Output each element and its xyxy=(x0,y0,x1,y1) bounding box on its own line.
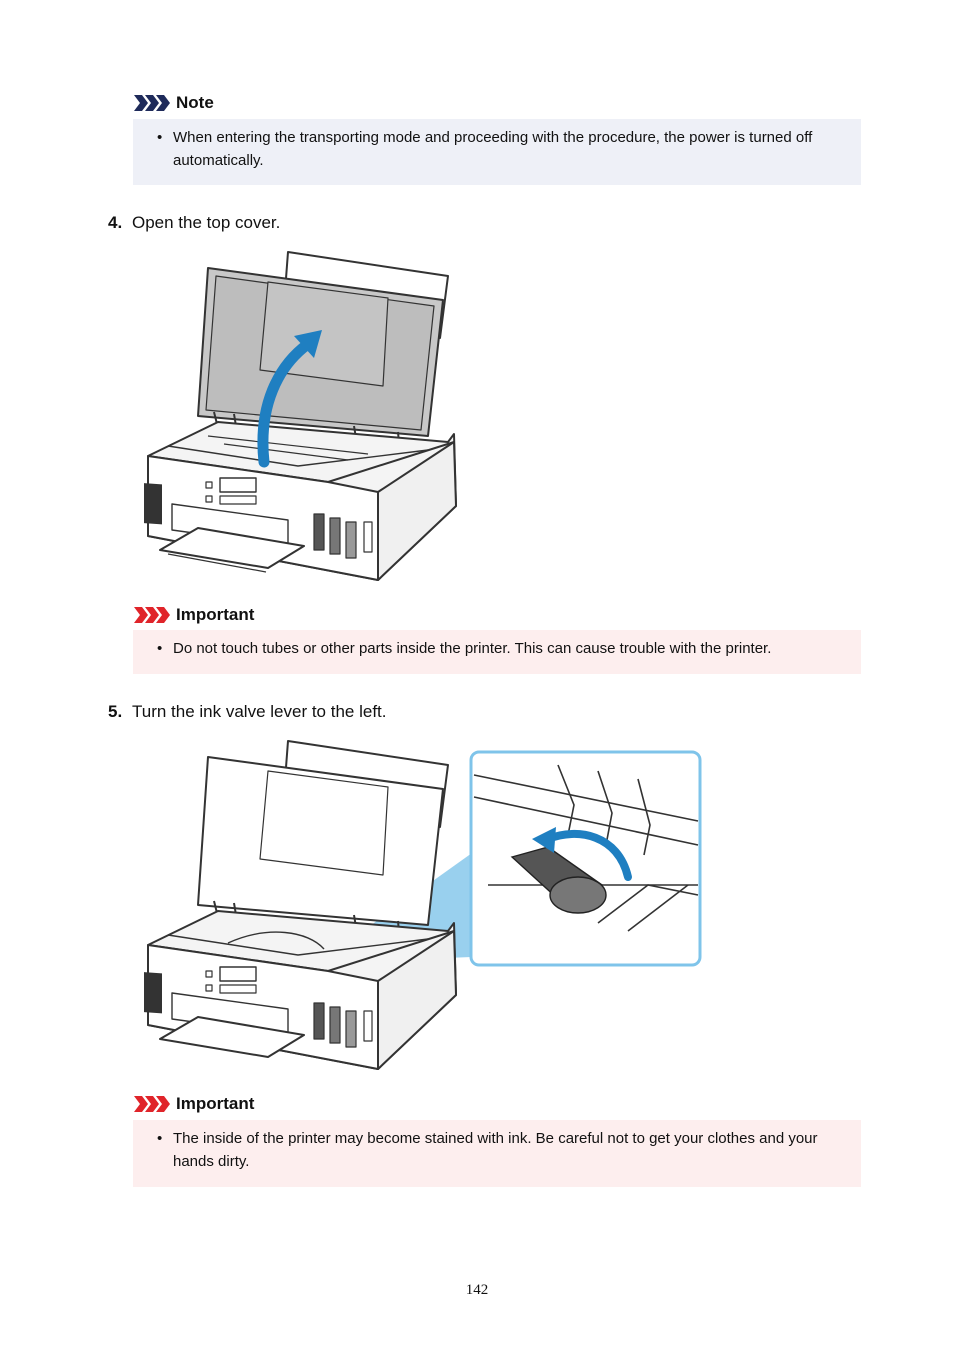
important-text: Do not touch tubes or other parts inside… xyxy=(173,640,772,657)
printer-open-cover-illustration xyxy=(144,251,457,581)
step-number: 5. xyxy=(108,702,123,721)
note-box: • When entering the transporting mode an… xyxy=(133,119,861,185)
note-header: Note xyxy=(134,92,214,114)
important-chevron-icon xyxy=(134,607,170,623)
note-text: When entering the transporting mode and … xyxy=(173,129,813,169)
important-header-2: Important xyxy=(134,1093,254,1115)
important-item: • The inside of the printer may become s… xyxy=(157,1127,847,1173)
important-title: Important xyxy=(176,605,255,624)
important-item: • Do not touch tubes or other parts insi… xyxy=(157,637,847,660)
important-box-1: • Do not touch tubes or other parts insi… xyxy=(133,630,861,674)
important-header-1: Important xyxy=(134,604,254,626)
step-text: Open the top cover. xyxy=(132,213,281,232)
page-number: 142 xyxy=(465,1282,489,1298)
important-chevron-icon xyxy=(134,1096,170,1112)
important-title: Important xyxy=(176,1094,255,1113)
bullet: • xyxy=(157,640,163,657)
note-title: Note xyxy=(176,93,214,112)
step-5: 5. Turn the ink valve lever to the left. xyxy=(108,702,387,722)
note-chevron-icon xyxy=(134,95,170,111)
step-number: 4. xyxy=(108,213,123,232)
step-4: 4. Open the top cover. xyxy=(108,213,280,233)
bullet: • xyxy=(157,129,163,146)
important-text: The inside of the printer may become sta… xyxy=(173,1130,818,1170)
ink-valve-lever-illustration xyxy=(144,740,702,1070)
bullet: • xyxy=(157,1130,163,1147)
step-text: Turn the ink valve lever to the left. xyxy=(132,702,387,721)
important-box-2: • The inside of the printer may become s… xyxy=(133,1120,861,1187)
note-item: • When entering the transporting mode an… xyxy=(157,126,847,172)
